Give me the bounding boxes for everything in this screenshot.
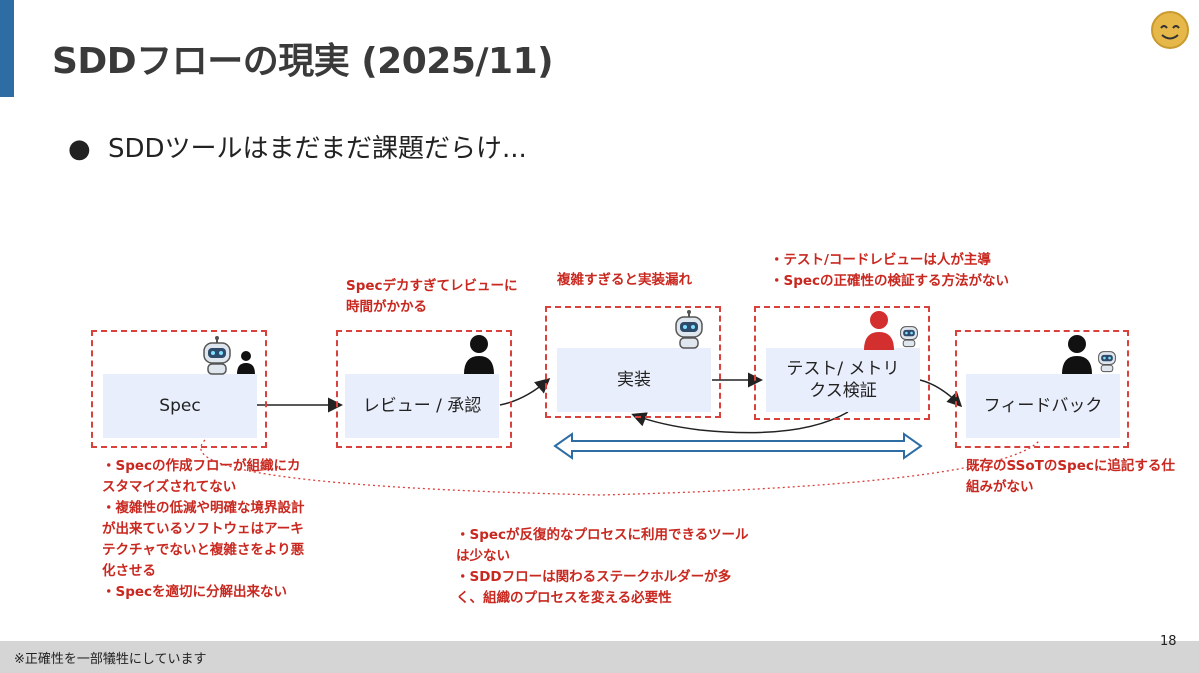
feedback-group [955,330,1129,448]
step-feedback: フィードバック [966,374,1120,438]
review-group [336,330,512,448]
note-spec-line: ・Specを適切に分解出来ない [102,583,288,600]
robot-icon [900,326,918,348]
note-process-line: ・Specが反復的なプロセスに利用できるツールは少ない [456,527,749,564]
note-spec-line: ・複雑性の低減や明確な境界設計が出来ているソフトウェはアーキテクチャでないと複雑… [102,499,305,579]
person-icon [237,351,255,374]
person-icon [1062,335,1092,374]
step-spec: Spec [103,374,257,438]
note-feedback: 既存のSSoTのSpecに追記する仕組みがない [966,458,1175,495]
step-test: テスト/ メトリクス検証 [766,348,920,412]
logo-icon [1151,11,1189,49]
note-review: Specデカすぎてレビューに時間がかかる [346,278,518,315]
note-test-line: ・テスト/コードレビューは人が主導 [770,252,991,268]
accent-bar [0,0,14,97]
spec-group [91,330,267,448]
implement-group [545,306,721,418]
robot-icon [203,336,231,375]
step-review: レビュー / 承認 [345,374,499,438]
dotted-feedback-loop [200,439,1041,496]
bullet-text: SDDツールはまだまだ課題だらけ... [108,134,527,164]
page-title: SDDフローの現実 (2025/11) [52,41,554,82]
step-implement: 実装 [557,348,711,412]
footer-bar [0,641,1199,673]
note-process-line: ・SDDフローは関わるステークホルダーが多く、組織のプロセスを変える必要性 [456,568,732,606]
double-arrow-icon [553,432,923,460]
note-test: ・テスト/コードレビューは人が主導 ・Specの正確性の検証する方法がない [770,250,1009,292]
robot-icon [675,310,703,349]
note-process: ・Specが反復的なプロセスに利用できるツールは少ない ・SDDフローは関わるス… [456,525,756,609]
note-spec-line: ・Specの作成フローが組織にカスタマイズされてない [102,458,301,495]
bullet-item: ● SDDツールはまだまだ課題だらけ... [68,128,527,165]
note-implement: 複雑すぎると実装漏れ [557,272,692,288]
page-number: 18 [1160,634,1177,649]
robot-icon [1098,351,1116,373]
note-test-line: ・Specの正確性の検証する方法がない [770,272,1010,289]
arrow-review-to-implement [499,378,551,406]
note-spec: ・Specの作成フローが組織にカスタマイズされてない ・複雑性の低減や明確な境界… [102,456,314,602]
person-icon [864,311,894,350]
arrow-test-back-to-implement [631,411,849,434]
person-icon [464,335,494,374]
footer-note: ※正確性を一部犠牲にしています [14,652,207,667]
test-group [754,306,930,420]
bullet-marker: ● [68,134,91,164]
